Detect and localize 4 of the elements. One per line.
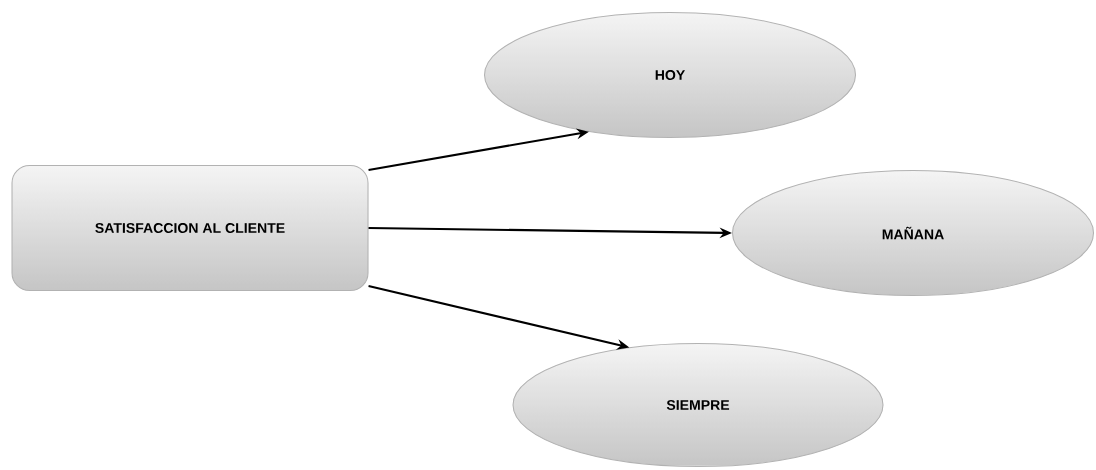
ellipse-node: MAÑANA: [732, 169, 1095, 297]
ellipse-node: SIEMPRE: [512, 342, 884, 468]
ellipse-node: HOY: [484, 11, 857, 139]
process-box: SATISFACCION AL CLIENTE: [11, 164, 369, 292]
